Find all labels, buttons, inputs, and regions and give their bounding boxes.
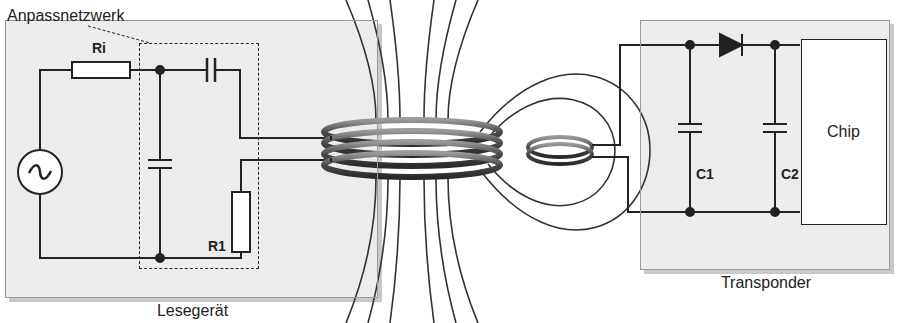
reader-panel: LesegerätAnpassnetzwerk [5, 20, 378, 298]
field-line [436, 0, 456, 120]
field-line [488, 98, 615, 205]
diode-symbol [720, 34, 742, 56]
resistor-label: R1 [208, 238, 226, 254]
capacitor-label: C2 [781, 166, 799, 182]
sine-symbol [29, 165, 51, 178]
transponder-circuit [592, 34, 800, 216]
capacitor-label: C1 [696, 166, 714, 182]
node-label: Transponder [721, 274, 811, 292]
wire [130, 69, 207, 71]
field-line [346, 178, 376, 323]
wire [592, 157, 800, 212]
resistor-symbol [72, 62, 130, 78]
transponder-coil [528, 137, 592, 164]
ac-source-symbol [18, 150, 62, 194]
node-label: Anpassnetzwerk [7, 7, 124, 25]
capacitor-symbol [678, 45, 702, 212]
resistor-label: Ri [92, 40, 106, 56]
field-line [368, 178, 388, 323]
wire [40, 194, 241, 258]
wire [40, 70, 72, 150]
transponder-panel: TransponderChip [640, 20, 890, 270]
field-line [390, 178, 400, 323]
junction-dot [156, 66, 164, 74]
reader-circuit [18, 58, 330, 262]
field-line [436, 178, 456, 323]
field-line [480, 74, 650, 230]
capacitor-symbol [207, 58, 215, 82]
field-line [424, 0, 434, 120]
matching-network-box: Anpassnetzwerk [139, 43, 259, 269]
node-label: Chip [827, 123, 860, 141]
transponder-panel [640, 20, 890, 270]
chip-box: Chip [801, 39, 887, 225]
wire [592, 45, 800, 145]
coil-lead [330, 138, 332, 160]
field-line [448, 178, 478, 323]
capacitor-symbol [763, 45, 787, 212]
reader-coil [324, 120, 500, 177]
wire [215, 70, 330, 138]
field-line [368, 0, 388, 120]
reader-panel [5, 20, 378, 298]
field-line [448, 0, 478, 120]
field-line [346, 0, 376, 120]
field-line [424, 178, 434, 323]
resistor-symbol [232, 192, 250, 252]
field-line [390, 0, 400, 120]
capacitor-symbol [148, 70, 172, 258]
wire [241, 160, 330, 192]
node-label: Lesegerät [157, 302, 228, 320]
junction-dot [156, 254, 164, 262]
